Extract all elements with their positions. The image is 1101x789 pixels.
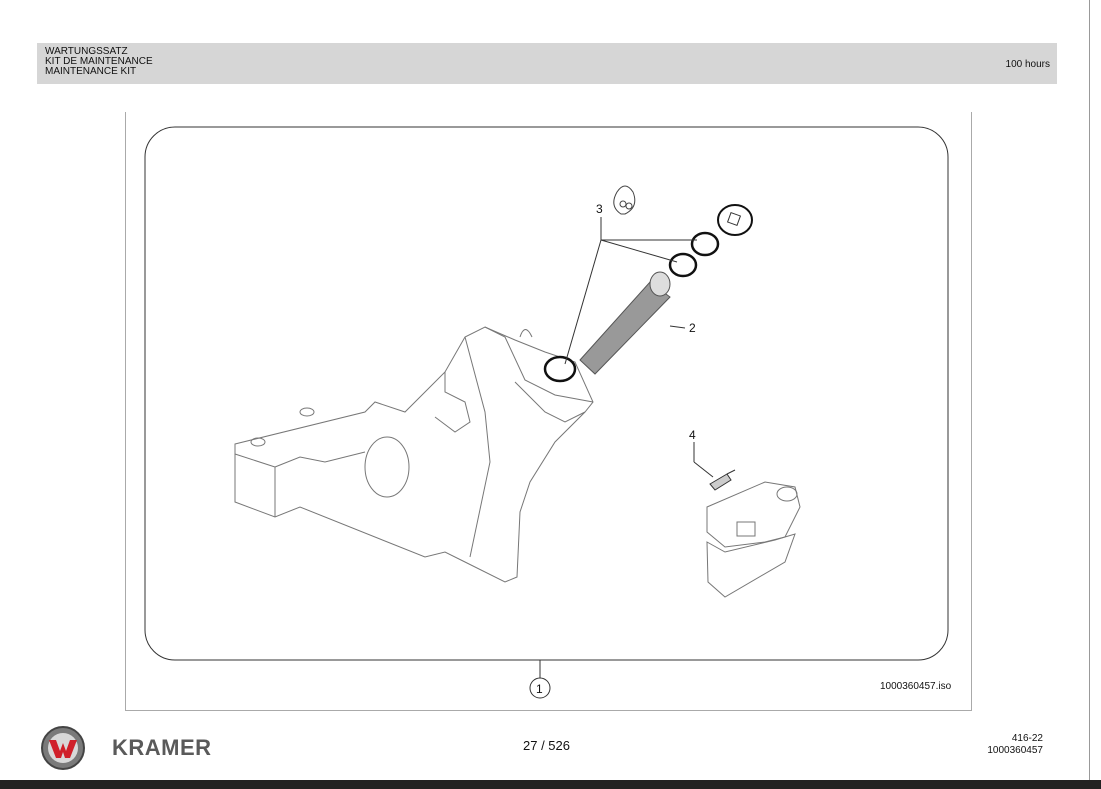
title-de: WARTUNGSSATZ: [45, 46, 128, 57]
assembly-outline: [144, 126, 949, 661]
page-number: 27 / 526: [523, 738, 570, 753]
breather-valve: [709, 469, 736, 491]
document-reference: 416-22 1000360457: [987, 733, 1043, 757]
o-ring-1: [668, 252, 698, 278]
kit-bag-icon: [613, 185, 636, 215]
revision: 416-22: [1011, 733, 1043, 744]
title-fr: KIT DE MAINTENANCE: [45, 56, 153, 67]
svg-text:3: 3: [596, 202, 603, 216]
kramer-logo-icon: [41, 726, 85, 770]
header-titles: WARTUNGSSATZ KIT DE MAINTENANCE MAINTENA…: [45, 47, 153, 77]
viewer-bottom-bar: [0, 780, 1101, 789]
callout-1: 1: [529, 677, 551, 699]
svg-text:4: 4: [689, 428, 696, 442]
figure-frame: [125, 112, 972, 711]
page-header: WARTUNGSSATZ KIT DE MAINTENANCE MAINTENA…: [37, 43, 1057, 84]
document-page: WARTUNGSSATZ KIT DE MAINTENANCE MAINTENA…: [37, 0, 1090, 780]
drawing-file-name: 1000360457.iso: [880, 681, 952, 692]
parts-drawing: 1 2: [144, 126, 949, 699]
filter-element: 2: [579, 271, 696, 375]
document-number: 1000360457: [987, 745, 1043, 756]
o-ring-2: [690, 231, 720, 257]
filter-cap: [717, 204, 753, 236]
brand-name: KRAMER: [112, 735, 212, 760]
service-interval: 100 hours: [1005, 59, 1050, 70]
callout-4: 4: [689, 428, 714, 478]
svg-text:2: 2: [689, 321, 696, 335]
o-ring-tank: [543, 355, 577, 383]
title-en: MAINTENANCE KIT: [45, 66, 137, 77]
hydraulic-tank: [234, 326, 594, 583]
svg-text:1: 1: [536, 682, 543, 696]
callout-3: 3: [564, 202, 697, 365]
reservoir: [706, 481, 801, 598]
